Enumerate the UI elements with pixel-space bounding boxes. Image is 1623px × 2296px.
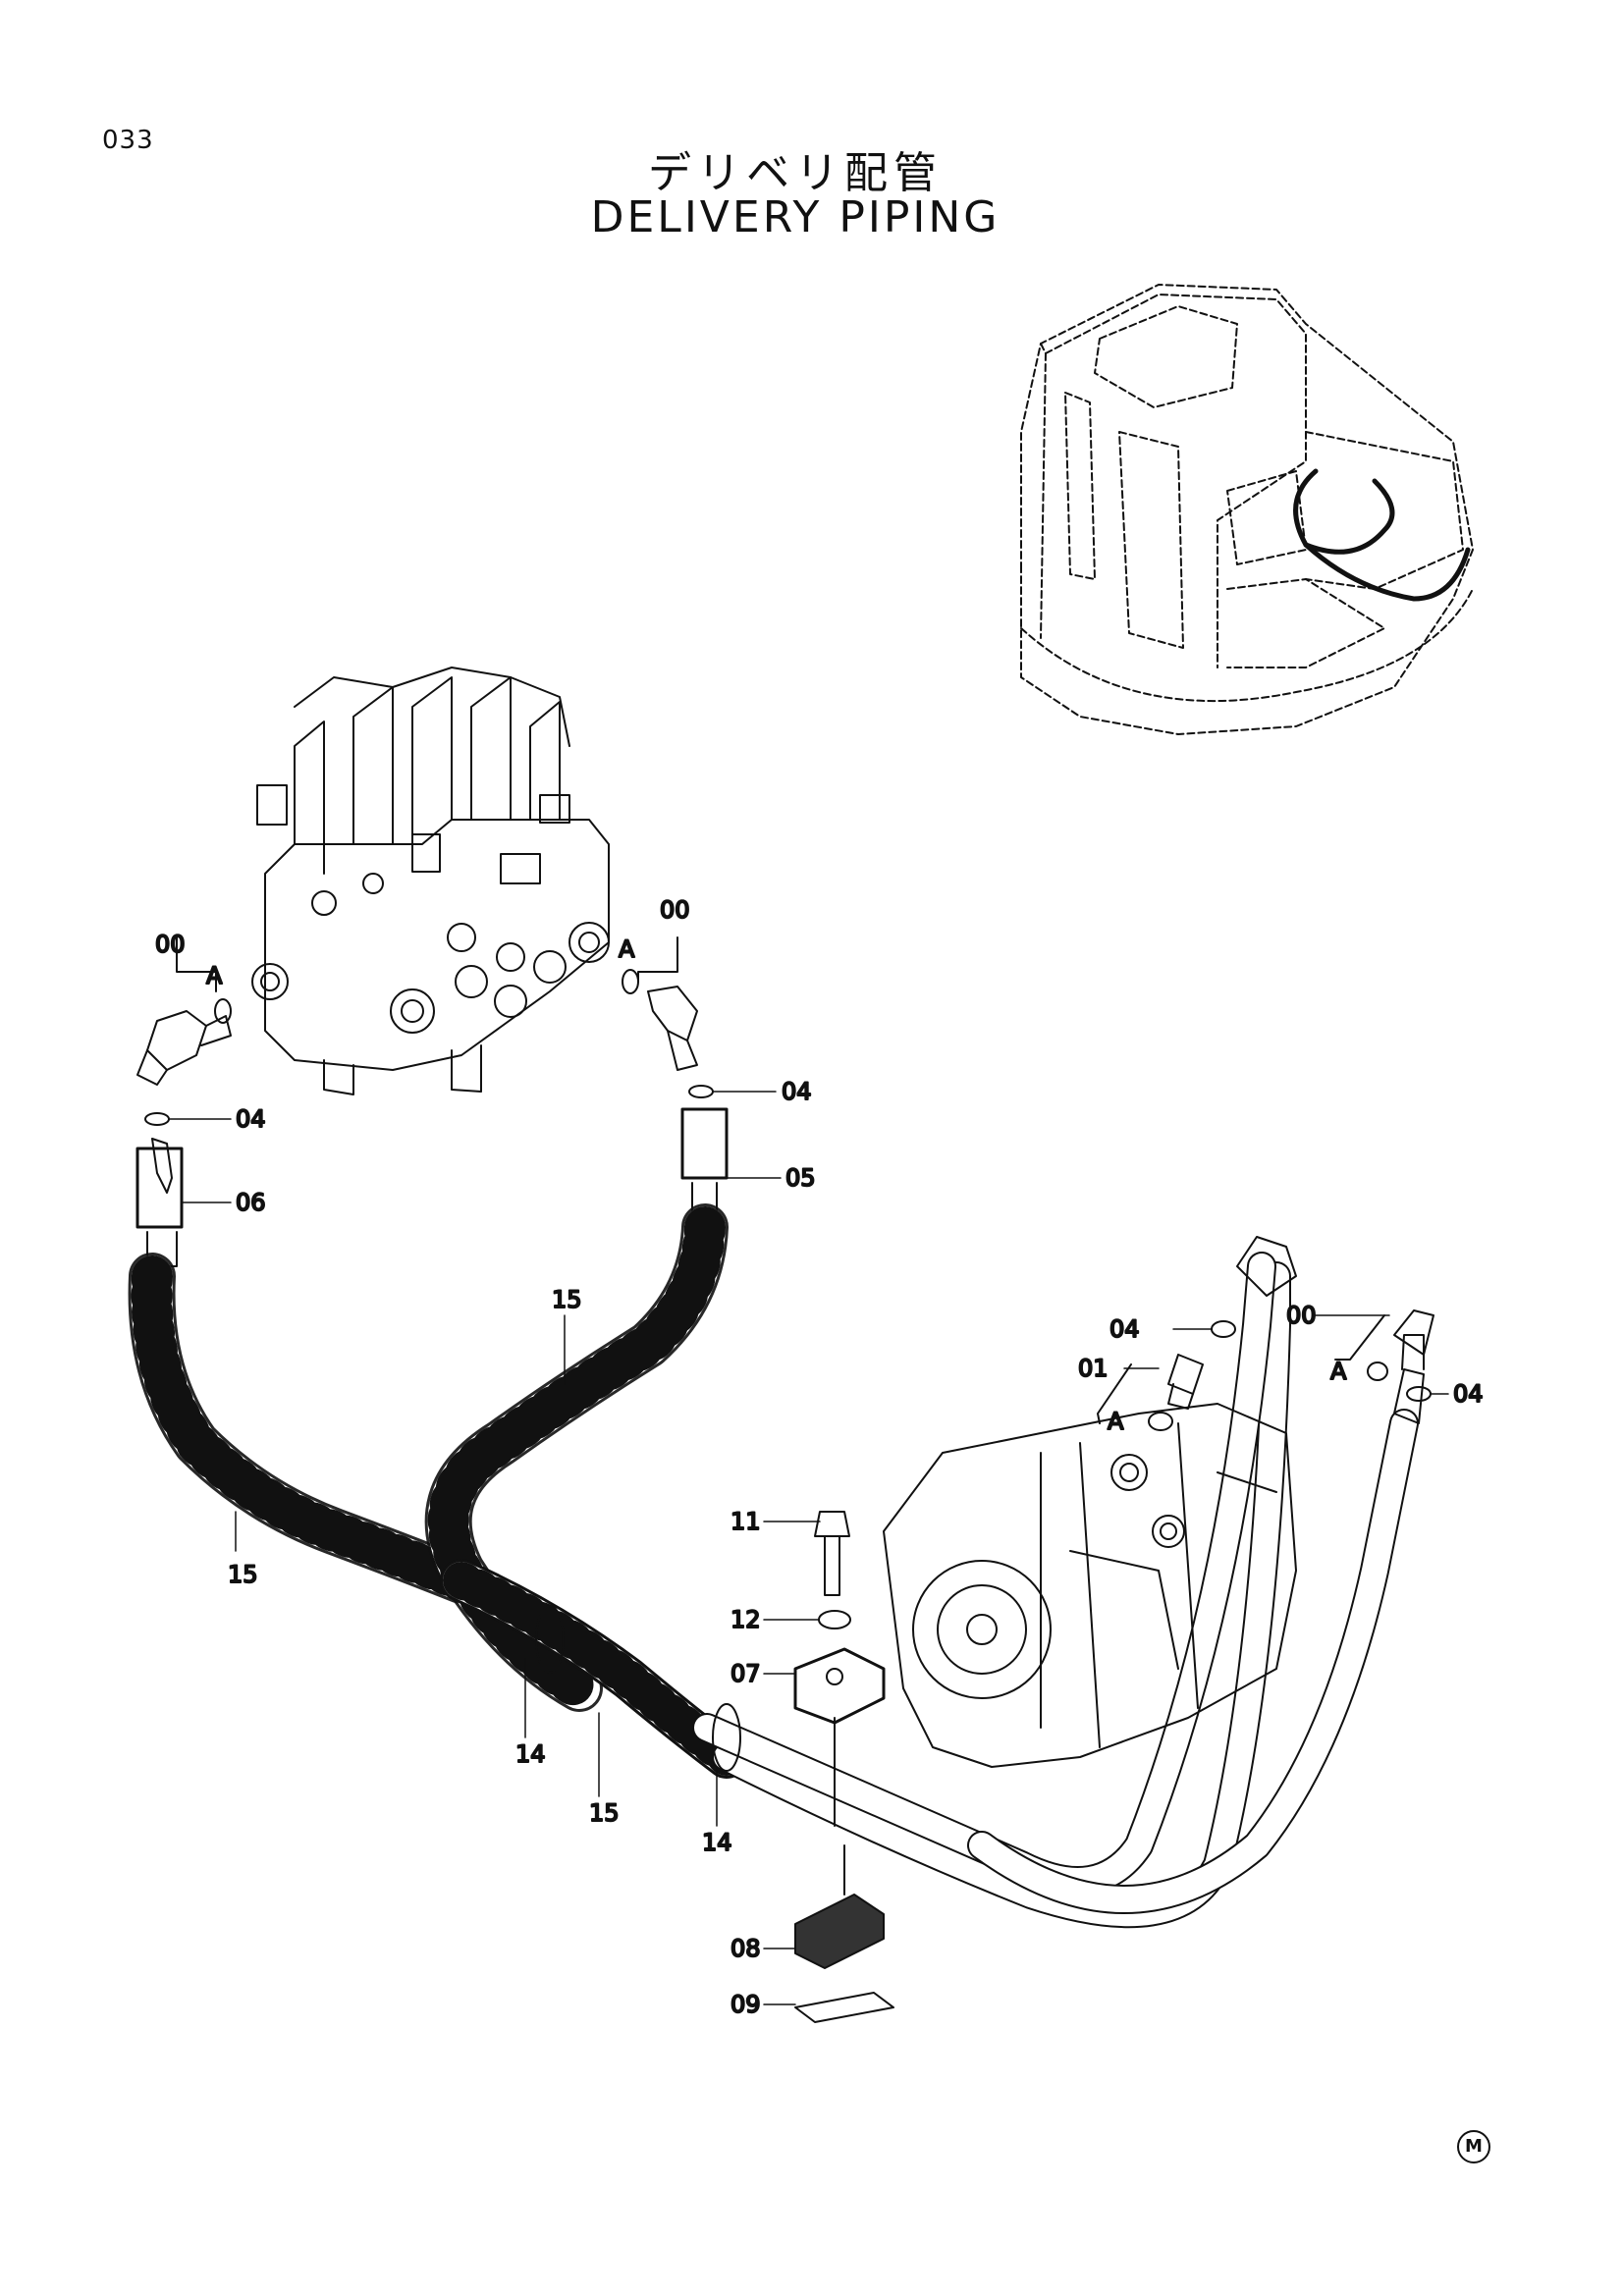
callout-00-mid: 00 — [660, 896, 690, 924]
page-number: 033 — [102, 126, 154, 155]
maker-logo: M — [1457, 2130, 1490, 2163]
callout-11: 11 — [730, 1508, 761, 1535]
overview-hoses — [1293, 468, 1471, 602]
callout-04-pump-a: 04 — [1109, 1315, 1140, 1343]
title-english: DELIVERY PIPING — [590, 192, 1001, 242]
pump-fittings — [1097, 1309, 1434, 1431]
o-ring-04-left — [144, 1112, 170, 1126]
callout-06: 06 — [236, 1189, 266, 1216]
elbow-fitting-right — [622, 936, 698, 1071]
hose-end-fitting-top — [1236, 1236, 1297, 1297]
callout-a-pump-a: A — [1108, 1408, 1124, 1435]
leader-lines — [168, 1091, 1449, 2005]
callout-a-mid: A — [619, 935, 635, 963]
callout-08: 08 — [730, 1935, 761, 1962]
o-ring-04-mid — [688, 1085, 714, 1098]
hydraulic-pump — [883, 1403, 1297, 1768]
hose-lower-bundle — [440, 1559, 748, 1779]
callout-00-pump: 00 — [1286, 1302, 1317, 1329]
callout-a-left: A — [206, 962, 223, 989]
callout-00-left: 00 — [155, 931, 186, 958]
hose-end-fitting-right — [1393, 1368, 1425, 1424]
callout-12: 12 — [730, 1606, 761, 1633]
smooth-hose-2 — [692, 1252, 1276, 1896]
washer-12 — [818, 1610, 851, 1629]
callout-labels: 00 A 00 A 04 04 06 05 15 15 14 15 14 11 … — [154, 895, 1485, 2019]
callout-15-bottom: 15 — [589, 1799, 620, 1827]
callout-14-right: 14 — [702, 1829, 732, 1856]
callout-a-pump-b: A — [1330, 1358, 1347, 1385]
title-japanese: デリベリ配管 — [648, 148, 943, 198]
smooth-hose-3 — [967, 1409, 1419, 1914]
callout-14-left: 14 — [515, 1740, 546, 1768]
clamp-07 — [793, 1647, 886, 1725]
elbow-fitting-left — [136, 936, 232, 1086]
hose-clamp-14 — [535, 1605, 741, 1772]
callout-09: 09 — [730, 1991, 761, 2018]
control-valve — [251, 667, 610, 1095]
excavator-overview — [1020, 284, 1474, 735]
smooth-hose-1 — [712, 1261, 1291, 1929]
plate-09 — [794, 1992, 894, 2023]
callout-04-mid: 04 — [782, 1078, 812, 1105]
callout-04-pump-b: 04 — [1453, 1380, 1484, 1408]
callout-01: 01 — [1078, 1355, 1109, 1382]
hose-06 — [128, 1138, 485, 1604]
callout-15-left: 15 — [228, 1561, 258, 1588]
bolt-11 — [814, 1511, 850, 1596]
callout-04-left: 04 — [236, 1105, 266, 1133]
callout-05: 05 — [785, 1164, 816, 1192]
clamp-08 — [794, 1894, 885, 1969]
callout-07: 07 — [730, 1660, 761, 1687]
callout-15-top: 15 — [552, 1286, 582, 1313]
